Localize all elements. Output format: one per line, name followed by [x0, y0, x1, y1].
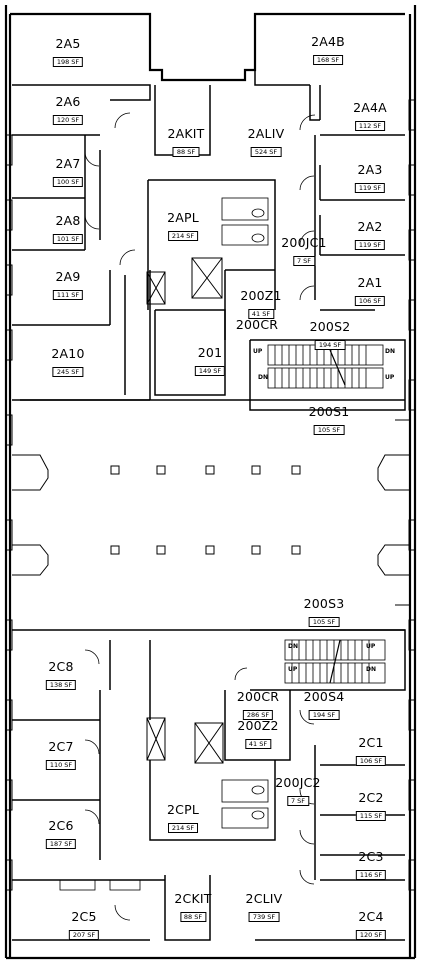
room-label: 200CR: [235, 317, 279, 332]
door-swings: [84, 112, 316, 921]
stair-dn-label: DN: [385, 348, 396, 355]
stair-runs: [267, 344, 386, 684]
stair-dn-label: DN: [258, 374, 269, 381]
stair-dn-label: DN: [366, 666, 377, 673]
exterior-pilasters: [6, 99, 415, 891]
stair-up-label: UP: [385, 374, 395, 381]
unit-c-walls: [12, 629, 406, 941]
stair-up-label: UP: [288, 666, 298, 673]
bath-fixtures: [59, 197, 269, 891]
stair-up-label: UP: [366, 643, 376, 650]
exterior-walls: [4, 5, 417, 960]
columns: [110, 465, 301, 555]
stair-up-label: UP: [253, 348, 263, 355]
elevator-shafts: [146, 257, 224, 764]
stair-dn-label: DN: [288, 643, 299, 650]
